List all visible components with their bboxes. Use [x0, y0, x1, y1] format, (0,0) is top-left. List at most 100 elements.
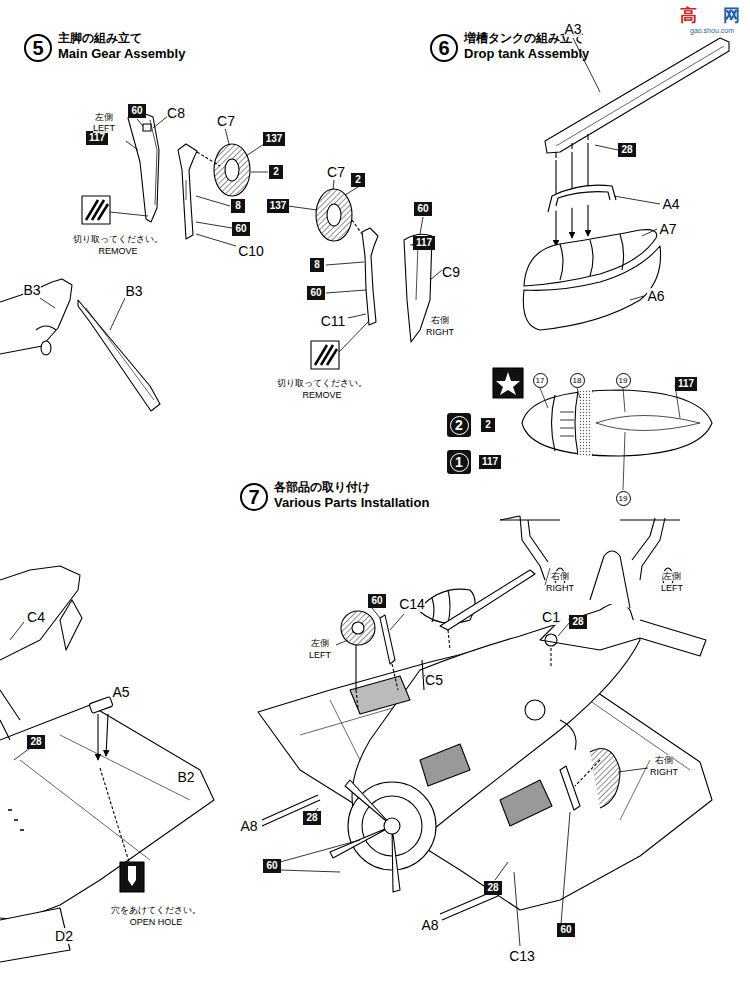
paint-code: 8	[310, 258, 324, 272]
paint-code: 28	[618, 143, 635, 157]
color-chip: 2	[447, 413, 471, 437]
callout-number: 60	[266, 860, 277, 871]
part-label: LEFT	[661, 583, 683, 593]
paint-code: 28	[303, 811, 320, 825]
callout-number: 28	[30, 736, 41, 747]
paint-code: 117	[479, 455, 501, 469]
part-label: A7	[659, 221, 676, 237]
part-label: RIGHT	[546, 583, 574, 593]
part-label: REMOVE	[302, 390, 341, 400]
watermark: gao.shou.com	[690, 27, 734, 35]
paint-code: 2	[269, 165, 283, 179]
callout-number: 60	[310, 287, 321, 298]
decal-number: 18	[570, 373, 585, 388]
decal-number: 19	[616, 373, 631, 388]
part-label: B3	[23, 282, 40, 298]
paint-code: 137	[263, 132, 286, 146]
part-label: C1	[542, 609, 560, 625]
callout-number: 2	[450, 416, 469, 435]
step-title-en: Main Gear Assembly	[58, 46, 185, 61]
callout-number: 60	[371, 595, 382, 606]
part-label: 右側	[551, 571, 569, 581]
part-label: C7	[217, 113, 235, 129]
part-label: RIGHT	[426, 327, 454, 337]
part-label: A3	[564, 21, 581, 37]
callout-number: 8	[314, 259, 320, 270]
callout-number: 18	[573, 376, 582, 385]
part-label: C9	[442, 264, 460, 280]
paint-code: 137	[267, 199, 290, 213]
paint-code: 8	[231, 199, 245, 213]
callout-number: 19	[619, 376, 628, 385]
watermark: 高	[680, 6, 697, 26]
step-title-en: Drop tank Assembly	[464, 46, 589, 61]
part-label: REMOVE	[98, 246, 137, 256]
part-label: LEFT	[93, 123, 115, 133]
part-label: 穴をあけてください。	[111, 905, 201, 915]
callout-number: 60	[560, 924, 571, 935]
color-chip: 1	[447, 450, 471, 474]
part-label: 左側	[95, 112, 113, 122]
callout-number: 137	[266, 133, 283, 144]
part-label: C14	[399, 596, 425, 612]
part-label: RIGHT	[650, 767, 678, 777]
callout-number: 117	[678, 378, 694, 389]
paint-code: 2	[481, 418, 495, 432]
paint-code: 60	[368, 594, 385, 608]
paint-code: 2	[351, 173, 365, 187]
paint-code: 60	[307, 286, 324, 300]
part-label: A5	[112, 684, 129, 700]
part-label: B2	[177, 769, 194, 785]
part-label: 切り取ってください。	[277, 378, 367, 388]
watermark: 网	[723, 6, 740, 26]
callout-number: 5	[32, 38, 43, 58]
part-label: 右側	[655, 755, 673, 765]
part-label: C13	[509, 948, 535, 964]
part-label: C10	[238, 243, 264, 259]
paint-code: 117	[413, 236, 435, 250]
paint-code: 28	[484, 881, 501, 895]
part-label: C4	[27, 609, 45, 625]
part-label: A6	[647, 288, 664, 304]
callout-number: 2	[273, 166, 279, 177]
paint-code: 60	[414, 202, 431, 216]
callout-number: 7	[248, 487, 259, 507]
part-label: A8	[240, 818, 257, 834]
part-label: A4	[662, 196, 679, 212]
callout-number: 28	[572, 616, 583, 627]
step-number: 5主脚の組み立てMain Gear Assembly	[24, 34, 52, 62]
paint-code: 60	[232, 222, 249, 236]
paint-code: 28	[27, 735, 44, 749]
paint-code: 117	[675, 377, 697, 391]
callout-number: 117	[482, 456, 498, 467]
part-label: C5	[425, 672, 443, 688]
callout-number: 6	[438, 38, 449, 58]
part-label: B3	[125, 283, 142, 299]
part-label: 左側	[311, 638, 329, 648]
decal-number: 17	[533, 373, 548, 388]
part-label: LEFT	[309, 650, 331, 660]
callout-number: 28	[487, 882, 498, 893]
part-label: OPEN HOLE	[130, 917, 183, 927]
part-label: 右側	[431, 315, 449, 325]
callout-number: 1	[450, 453, 469, 472]
callout-number: 117	[89, 132, 105, 143]
paint-code: 60	[263, 859, 280, 873]
step-title: 各部品の取り付け	[274, 479, 370, 496]
part-label: A8	[421, 917, 438, 933]
part-label: D2	[55, 928, 73, 944]
step-number: 6増槽タンクの組み立てDrop tank Assembly	[430, 34, 458, 62]
paint-code: 60	[557, 923, 574, 937]
callout-number: 28	[306, 812, 317, 823]
callout-number: 19	[619, 494, 628, 503]
part-label: 切り取ってください。	[73, 234, 163, 244]
callout-number: 28	[621, 144, 632, 155]
callout-number: 60	[417, 203, 428, 214]
callout-number: 60	[235, 223, 246, 234]
callout-number: 8	[235, 200, 241, 211]
callout-number: 137	[270, 200, 287, 211]
paint-code: 60	[128, 104, 145, 118]
step-number: 7各部品の取り付けVarious Parts Installation	[240, 483, 268, 511]
paint-code: 28	[569, 615, 586, 629]
callout-number: 2	[355, 174, 361, 185]
